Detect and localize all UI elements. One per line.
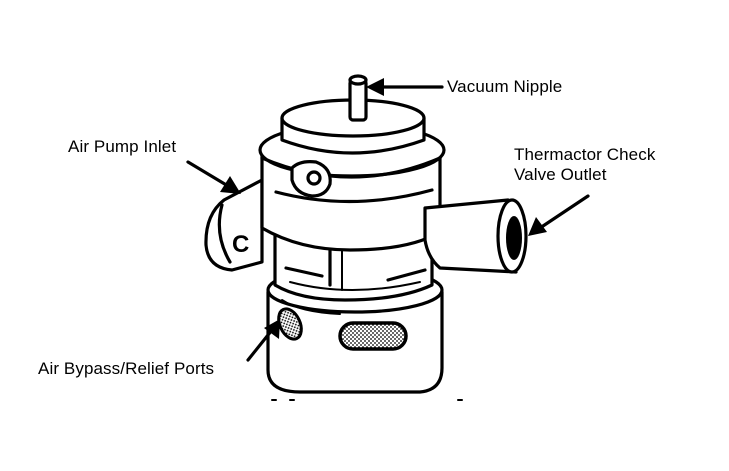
svg-text:C: C (232, 231, 249, 258)
arrow-vacuum-nipple (366, 78, 444, 96)
thermactor-label-line1: Thermactor Check (514, 145, 656, 164)
air-pump-inlet-flange: C (204, 178, 264, 272)
bypass-port-left (277, 307, 303, 341)
bypass-port-center (338, 321, 408, 351)
vacuum-nipple (348, 74, 368, 122)
thermactor-label-line2: Valve Outlet (514, 165, 607, 184)
air-pump-inlet-label: Air Pump Inlet (68, 137, 177, 156)
thermactor-outlet-label: Thermactor Check Valve Outlet (514, 145, 655, 185)
mounting-boss (290, 160, 332, 198)
arrow-thermactor-outlet (528, 194, 590, 236)
arrow-air-pump-inlet (186, 160, 241, 194)
air-bypass-label: Air Bypass/Relief Ports (38, 359, 215, 378)
thermactor-outlet-pipe (423, 198, 528, 274)
vacuum-nipple-label: Vacuum Nipple (447, 77, 563, 96)
arrow-air-bypass (246, 319, 280, 362)
